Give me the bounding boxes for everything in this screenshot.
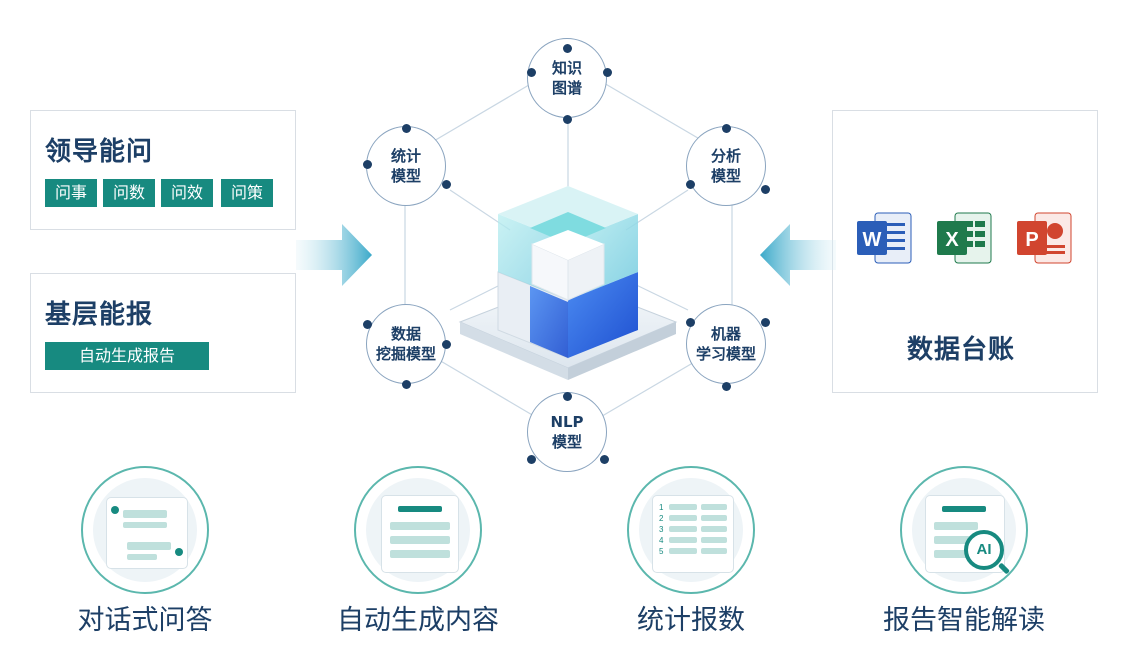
grassroots-report-title: 基层能报 — [45, 300, 154, 330]
analysis-model-node: 分析 模型 — [686, 126, 766, 206]
tag-ask-matter: 问事 — [45, 179, 97, 207]
connector-dot — [527, 68, 536, 77]
content-feature-label: 自动生成内容 — [337, 605, 499, 636]
statistical-model-node: 统计 模型 — [366, 126, 446, 206]
connector-dot — [722, 382, 731, 391]
ai-core-cube-icon — [458, 186, 678, 380]
nlp-model-node: NLP 模型 — [527, 392, 607, 472]
powerpoint-icon: P — [1015, 209, 1073, 267]
chat-icon — [107, 498, 187, 568]
connector-dot — [600, 455, 609, 464]
tag-ask-effect: 问效 — [161, 179, 213, 207]
ai-read-feature-label: 报告智能解读 — [883, 605, 1045, 636]
tag-auto-report: 自动生成报告 — [45, 342, 209, 370]
chat-feature-label: 对话式问答 — [77, 605, 213, 636]
connector-dot — [563, 392, 572, 401]
connector-dot — [603, 68, 612, 77]
connector-dot — [563, 115, 572, 124]
knowledge-graph-node: 知识 图谱 — [527, 38, 607, 118]
word-icon: W — [855, 209, 913, 267]
data-ledger-panel: W X P 数据台账 — [832, 110, 1098, 393]
svg-text:W: W — [863, 229, 882, 251]
document-icon — [382, 496, 458, 572]
connector-dot — [761, 318, 770, 327]
tag-ask-policy: 问策 — [221, 179, 273, 207]
left-arrow-icon — [296, 224, 372, 286]
tag-ask-data: 问数 — [103, 179, 155, 207]
connector-dot — [686, 180, 695, 189]
connector-dot — [761, 185, 770, 194]
data-ledger-title: 数据台账 — [907, 335, 1016, 365]
connector-dot — [442, 340, 451, 349]
connector-dot — [442, 180, 451, 189]
chat-feature-circle — [81, 466, 209, 594]
connector-dot — [402, 380, 411, 389]
connector-dot — [363, 160, 372, 169]
connector-dot — [722, 124, 731, 133]
ai-magnifier-icon: AI — [964, 530, 1004, 570]
connector-dot — [527, 455, 536, 464]
data-mining-model-node: 数据 挖掘模型 — [366, 304, 446, 384]
connector-dot — [402, 124, 411, 133]
connector-dot — [363, 320, 372, 329]
connector-dot — [686, 318, 695, 327]
svg-text:P: P — [1025, 229, 1038, 251]
leader-ask-panel: 领导能问 问事 问数 问效 问策 — [30, 110, 296, 230]
connector-dot — [563, 44, 572, 53]
grassroots-report-panel: 基层能报 自动生成报告 — [30, 273, 296, 393]
right-arrow-icon — [760, 224, 836, 286]
ai-read-feature-circle: AI — [900, 466, 1028, 594]
svg-text:X: X — [945, 229, 959, 251]
content-feature-circle — [354, 466, 482, 594]
leader-ask-title: 领导能问 — [45, 137, 154, 167]
excel-icon: X — [935, 209, 993, 267]
stats-feature-label: 统计报数 — [637, 605, 745, 636]
machine-learning-model-node: 机器 学习模型 — [686, 304, 766, 384]
